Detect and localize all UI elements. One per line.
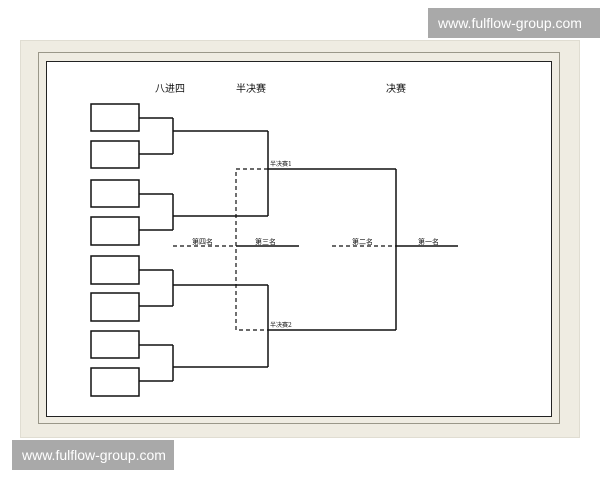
- team-slot-8[interactable]: [90, 367, 140, 397]
- connector-sf-2: [267, 285, 396, 367]
- watermark-bottom: www.fulflow-group.com: [12, 440, 174, 470]
- connector-qf-2: [139, 193, 268, 231]
- header-semifinal: 半决赛: [236, 82, 266, 95]
- header-quarterfinal: 八进四: [155, 83, 185, 95]
- label-fourth-place: 第四名: [192, 237, 213, 246]
- watermark-top: www.fulflow-group.com: [428, 8, 600, 38]
- team-slot-6[interactable]: [90, 292, 140, 322]
- label-first-place: 第一名: [418, 237, 439, 246]
- team-slot-3[interactable]: [90, 179, 140, 208]
- label-semifinal-2: 半决赛2: [270, 321, 292, 329]
- team-slot-5[interactable]: [90, 255, 140, 285]
- label-semifinal-1: 半决赛1: [270, 160, 292, 168]
- team-slot-2[interactable]: [90, 140, 140, 169]
- connector-sf-losers: [235, 168, 268, 331]
- team-slot-1[interactable]: [90, 103, 140, 132]
- header-final: 决赛: [386, 82, 406, 95]
- frame-border: [38, 52, 560, 424]
- connector-sf-1: [267, 131, 396, 216]
- team-slot-4[interactable]: [90, 216, 140, 246]
- connector-qf-3: [139, 269, 268, 307]
- connector-qf-4: [139, 344, 268, 382]
- connector-qf-1: [139, 117, 268, 155]
- label-second-place: 第二名: [352, 237, 373, 246]
- connector-final: [395, 169, 458, 330]
- label-third-place: 第三名: [255, 237, 276, 246]
- team-slot-7[interactable]: [90, 330, 140, 359]
